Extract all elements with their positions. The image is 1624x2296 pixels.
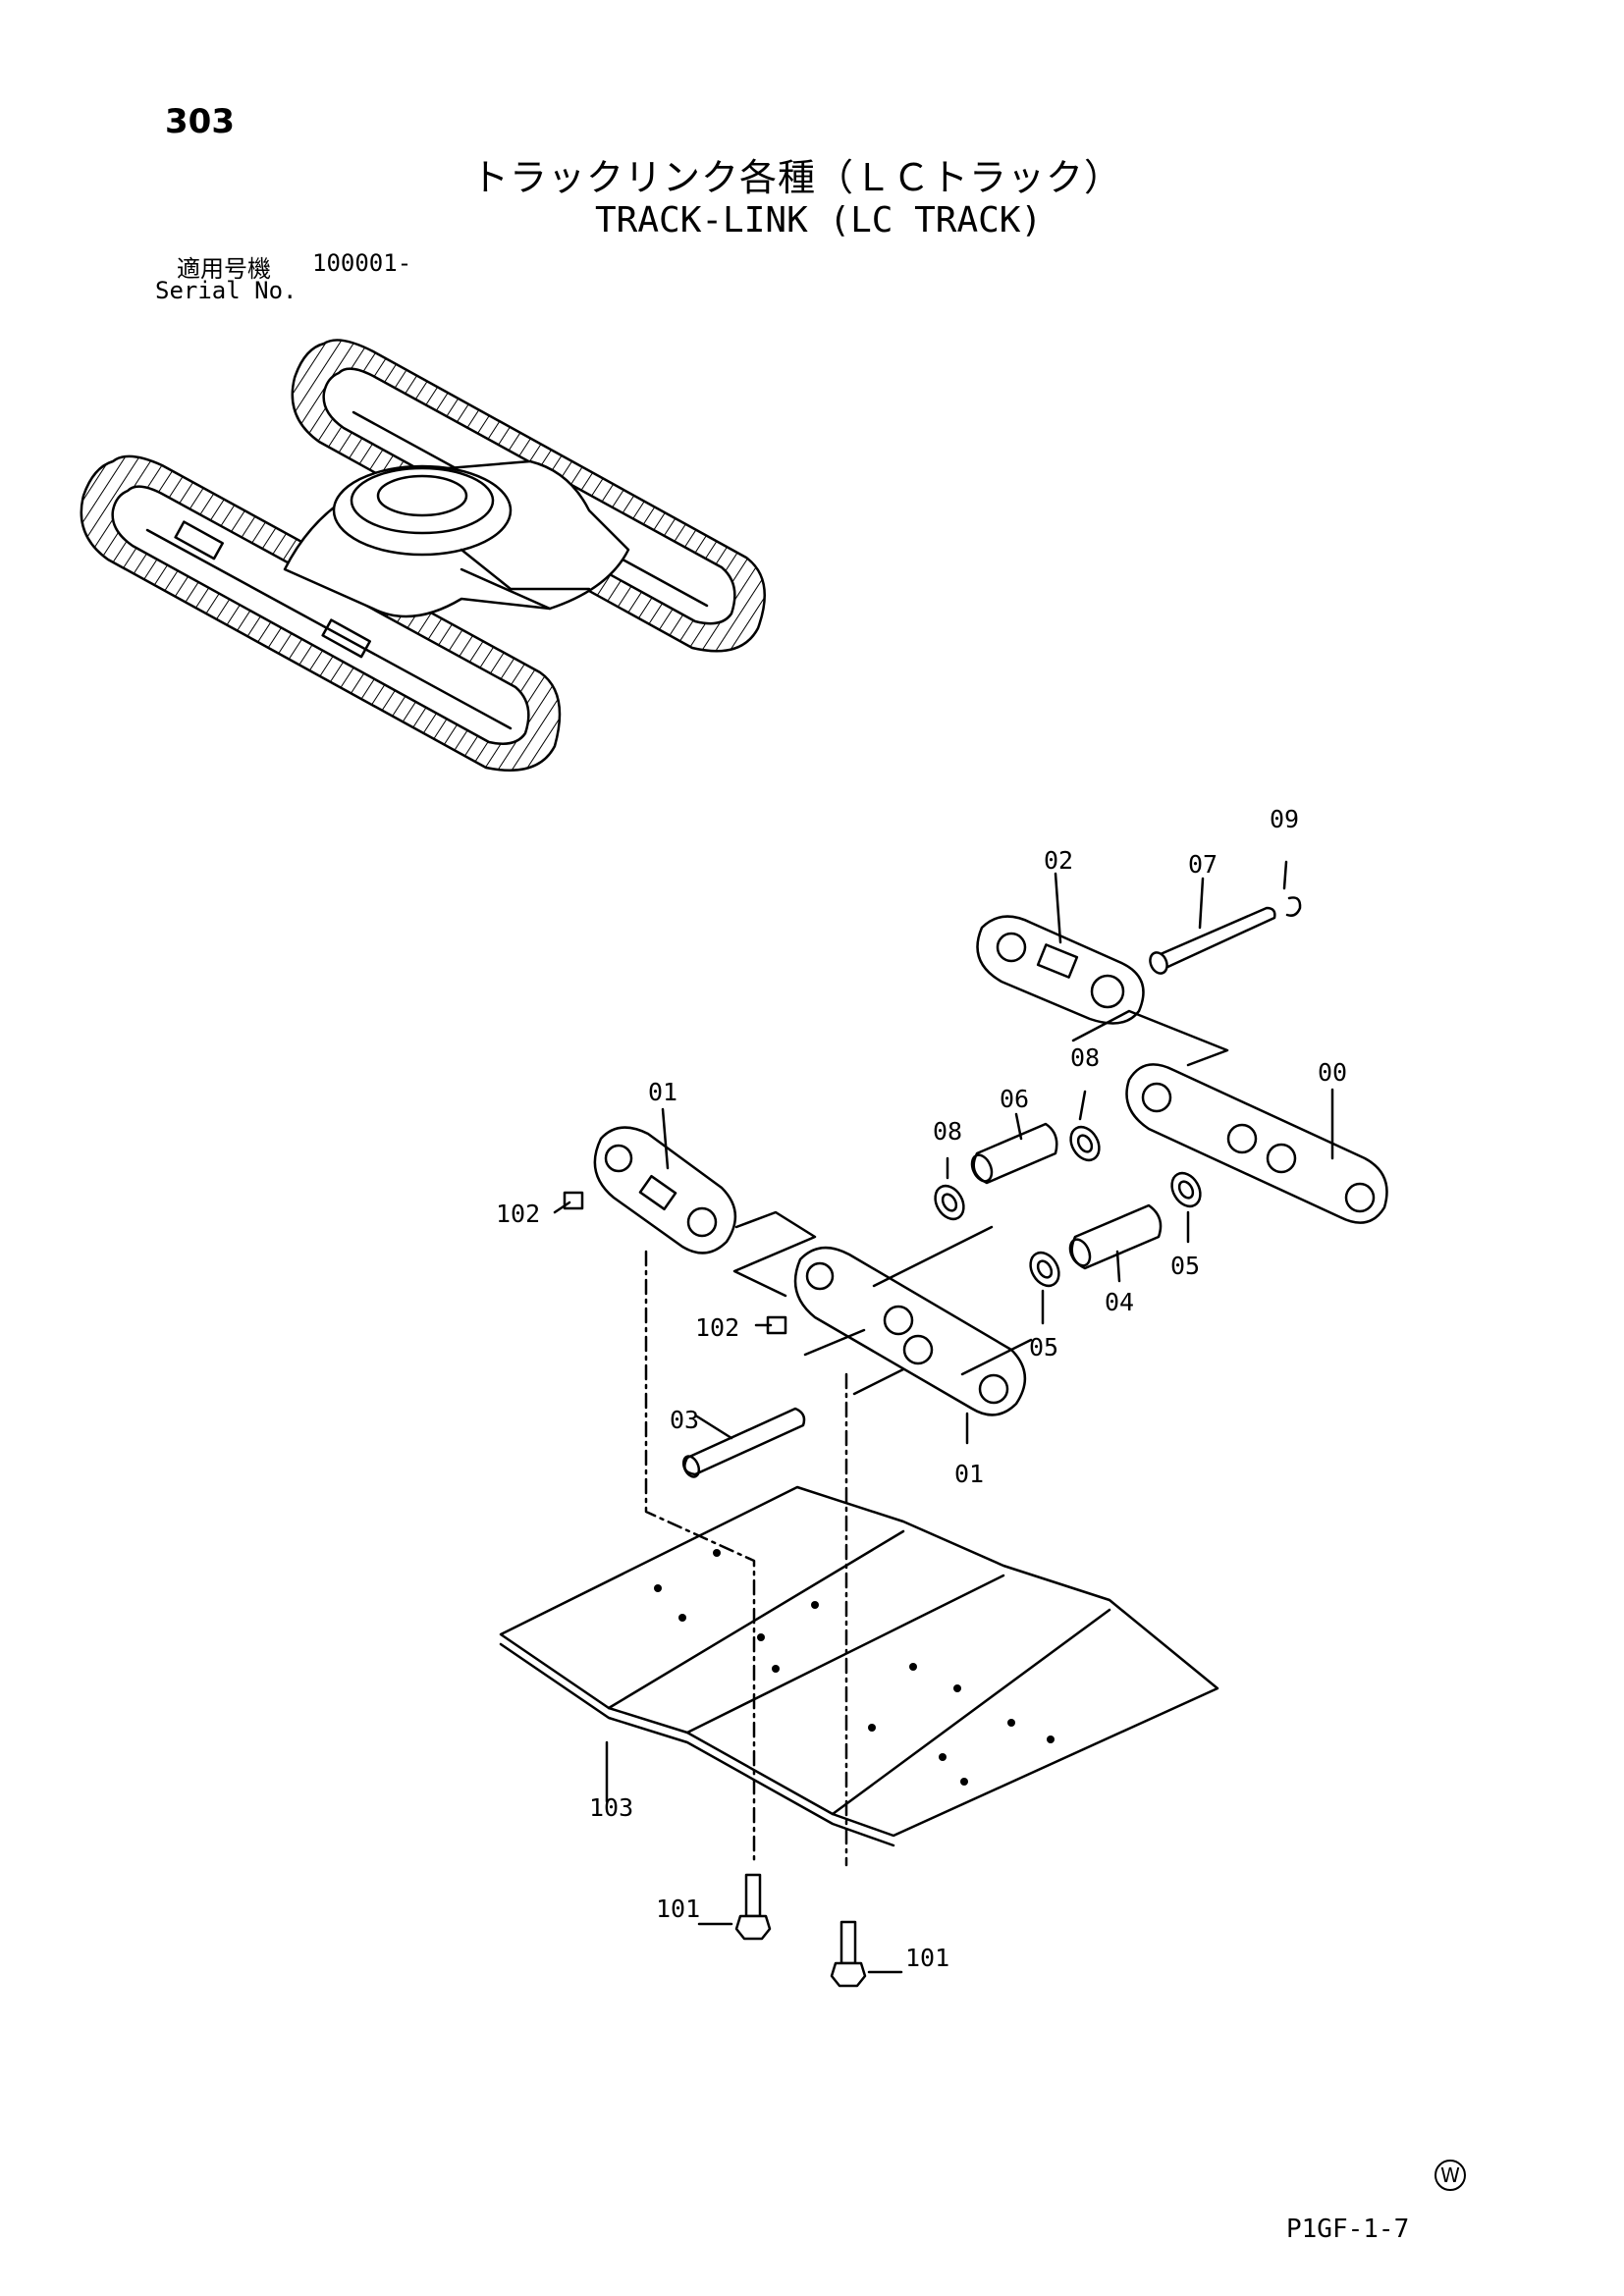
track-shoe-plates bbox=[499, 1250, 1219, 1867]
title-english: TRACK-LINK (LC TRACK) bbox=[595, 200, 1043, 240]
watermark-w-icon: W bbox=[1435, 2160, 1466, 2191]
title-japanese: トラックリンク各種（ＬＣトラック） bbox=[471, 156, 1123, 199]
track-bolts bbox=[697, 1873, 903, 1988]
callout-07: 07 bbox=[1188, 850, 1218, 879]
callout-08-upper: 08 bbox=[1070, 1043, 1101, 1072]
callout-05-right: 05 bbox=[1170, 1252, 1201, 1280]
page-code: P1GF-1-7 bbox=[1286, 2215, 1410, 2244]
callout-103: 103 bbox=[589, 1793, 634, 1822]
callout-08-lower: 08 bbox=[933, 1117, 963, 1146]
callout-102-lower: 102 bbox=[695, 1313, 740, 1342]
track-link-exploded-view bbox=[553, 860, 1388, 1478]
callout-00: 00 bbox=[1318, 1058, 1348, 1087]
serial-number-value: 100001- bbox=[312, 249, 412, 277]
callout-01-upper: 01 bbox=[648, 1078, 678, 1106]
callout-101-right: 101 bbox=[905, 1944, 950, 1972]
callout-03: 03 bbox=[670, 1406, 700, 1434]
callout-05-left: 05 bbox=[1029, 1333, 1059, 1362]
callout-09: 09 bbox=[1270, 805, 1300, 833]
callout-101-left: 101 bbox=[656, 1895, 701, 1923]
callout-01-lower: 01 bbox=[954, 1460, 985, 1488]
callout-102-upper: 102 bbox=[496, 1200, 541, 1228]
callout-04: 04 bbox=[1105, 1288, 1135, 1316]
callout-06: 06 bbox=[1000, 1085, 1030, 1113]
undercarriage-illustration bbox=[80, 339, 766, 772]
callout-02: 02 bbox=[1044, 846, 1074, 875]
serial-label-english: Serial No. bbox=[155, 277, 298, 304]
serial-label-japanese: 適用号機 bbox=[177, 255, 271, 283]
page-number: 303 bbox=[165, 102, 235, 141]
